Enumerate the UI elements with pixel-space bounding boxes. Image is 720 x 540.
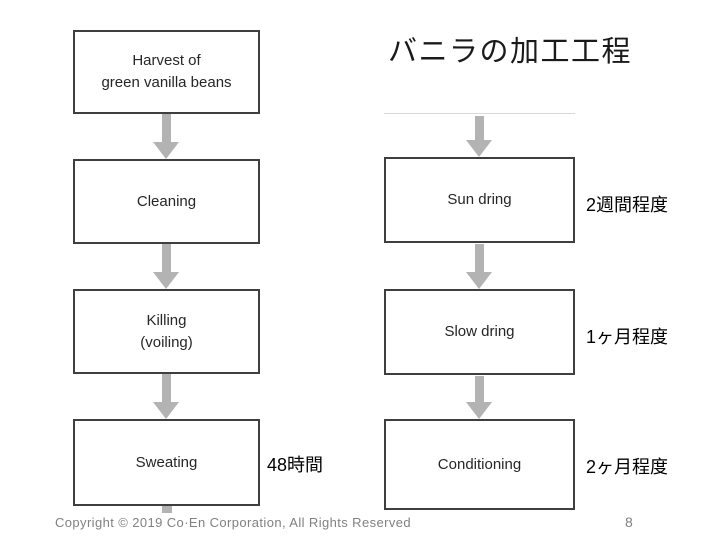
duration-label-sun-dring: 2週間程度 [586, 195, 669, 215]
process-box-cleaning: Cleaning [73, 159, 260, 244]
process-box-label: Harvest of green vanilla beans [101, 52, 232, 91]
process-box-slow-dring: Slow dring [384, 289, 575, 375]
process-box-label: Sun dring [447, 191, 512, 208]
arrow-stub [162, 506, 172, 513]
connector-line [384, 113, 575, 114]
duration-label-slow-dring: 1ヶ月程度 [586, 327, 669, 347]
page-number: 8 [625, 514, 633, 530]
process-box-sun-dring: Sun dring [384, 157, 575, 243]
process-box-label: Sweating [135, 453, 198, 471]
footer-copyright: Copyright © 2019 Co·En Corporation, All … [55, 515, 412, 530]
process-box-label: Cleaning [136, 192, 197, 210]
process-box-label: Killing (voiling) [140, 311, 193, 351]
arrow-down-icon [153, 244, 179, 289]
arrow-down-icon [466, 244, 492, 289]
duration-label-sweating: 48時間 [267, 455, 324, 475]
process-box-label: Conditioning [437, 455, 522, 473]
process-box-conditioning: Conditioning [384, 419, 575, 510]
duration-label-conditioning: 2ヶ月程度 [586, 457, 669, 477]
arrow-down-icon [153, 114, 179, 159]
slide-title: バニラの加工工程 [388, 36, 633, 68]
arrow-down-icon [466, 376, 492, 419]
process-box-harvest: Harvest of green vanilla beans [73, 30, 260, 114]
arrow-down-icon [466, 116, 492, 157]
process-box-label: Slow dring [444, 323, 515, 340]
process-box-killing: Killing (voiling) [73, 289, 260, 374]
process-box-sweating: Sweating [73, 419, 260, 506]
arrow-down-icon [153, 374, 179, 419]
